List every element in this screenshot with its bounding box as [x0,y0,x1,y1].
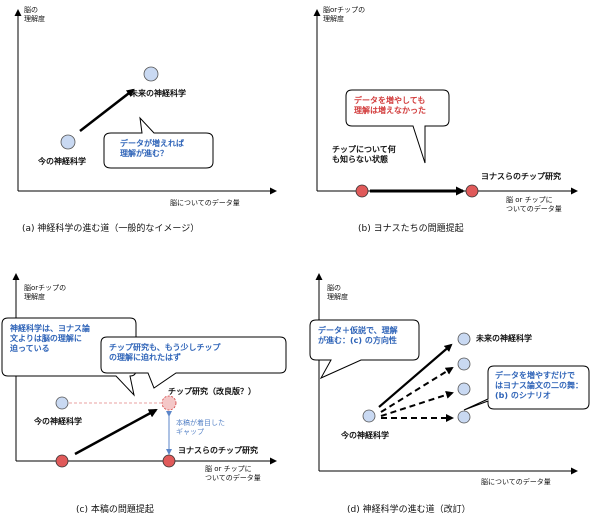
x-axis-label: 脳 or チップに ついてのデータ量 [506,196,562,213]
jonas-chip-point [162,454,176,468]
panel-d: 脳の 理解度 脳についてのデータ量 今の神経科学 未来の神経科学 データ＋仮説で… [301,260,602,519]
diagonal-arrow [74,408,158,456]
bubble-right-text: データを増やすだけで はヨナス論文の二の舞： (b) のシナリオ [495,371,583,400]
x-axis-label: 脳についてのデータ量 [170,199,240,207]
panel-d-diagram [309,273,590,475]
future-point-2 [457,357,471,371]
caption-a: (a) 神経科学の進む道（一般的なイメージ） [22,224,200,234]
future-point-4 [457,410,471,424]
x-axis-label: 脳についてのデータ量 [481,478,551,486]
future-neuroscience-point [143,66,159,82]
current-neuroscience-label: 今の神経科学 [34,417,82,426]
jonas-chip-label: ヨナスらのチップ研究 [178,446,258,455]
jonas-chip-point [465,184,479,198]
speech-bubble-right [100,336,287,389]
progress-arrow [79,88,135,132]
panel-c-diagram [1,273,287,468]
current-neuroscience-label: 今の神経科学 [38,157,86,166]
panel-b: 脳orチップの 理解度 脳 or チップに ついてのデータ量 チップについて何 … [301,0,602,259]
panel-a-diagram [14,9,277,195]
y-axis-label: 脳の 理解度 [327,284,348,301]
bubble-left-text: 神経科学は、ヨナス論 文よりは脳の理解に 迫っている [10,324,90,353]
dashed-arrow-upper [380,366,454,413]
x-axis-label: 脳 or チップに ついてのデータ量 [205,465,261,482]
improved-chip-label: チップ研究（改良版？） [168,387,256,396]
gap-label: 本稿が着目した ギャップ [176,419,225,436]
speech-bubble [103,116,214,169]
y-axis-label: 脳の 理解度 [24,6,45,23]
future-neuroscience-label: 未来の神経科学 [130,89,186,98]
bubble-text: データを増やしても 理解は増えなかった [354,96,426,115]
future-point-3 [457,382,471,396]
y-axis-label: 脳orチップの 理解度 [323,6,366,23]
caption-c: (c) 本稿の問題提起 [76,505,154,515]
current-neuroscience-point [60,134,76,150]
improved-chip-point [161,395,177,411]
hypothesis-arrow [378,343,453,408]
future-neuroscience-label: 未来の神経科学 [476,334,532,343]
speech-bubble [345,89,450,164]
speech-bubble-right [463,365,590,411]
current-neuroscience-label: 今の神経科学 [341,431,389,440]
panel-c: 脳orチップの 理解度 脳 or チップに ついてのデータ量 今の神経科学 チッ… [0,260,301,519]
current-neuroscience-point [362,409,376,423]
future-point-1 [457,332,471,346]
jonas-chip-label: ヨナスらのチップ研究 [481,172,561,181]
chip-unknown-point [55,454,69,468]
bubble-text: データが増えれば 理解が進む？ [120,139,184,158]
current-neuroscience-point [55,396,69,410]
panel-b-diagram [313,9,578,198]
speech-bubble-left [1,317,137,397]
caption-b: (b) ヨナスたちの問題提起 [358,224,464,234]
y-axis-label: 脳orチップの 理解度 [24,284,67,301]
speech-bubble-left [309,319,420,380]
bubble-right-text: チップ研究も、もう少しチップ の理解に迫れたはず [109,343,221,362]
dashed-arrow-middle [380,391,454,417]
chip-unknown-label: チップについて何 も知らない状態 [332,145,396,164]
caption-d: (d) 神経科学の進む道（改訂） [347,505,471,515]
bubble-left-text: データ＋仮説で、理解 が進む：(c) の方向性 [318,326,398,345]
chip-unknown-point [355,184,369,198]
panel-a: 脳の 理解度 脳についてのデータ量 今の神経科学 未来の神経科学 データが増えれ… [0,0,301,259]
